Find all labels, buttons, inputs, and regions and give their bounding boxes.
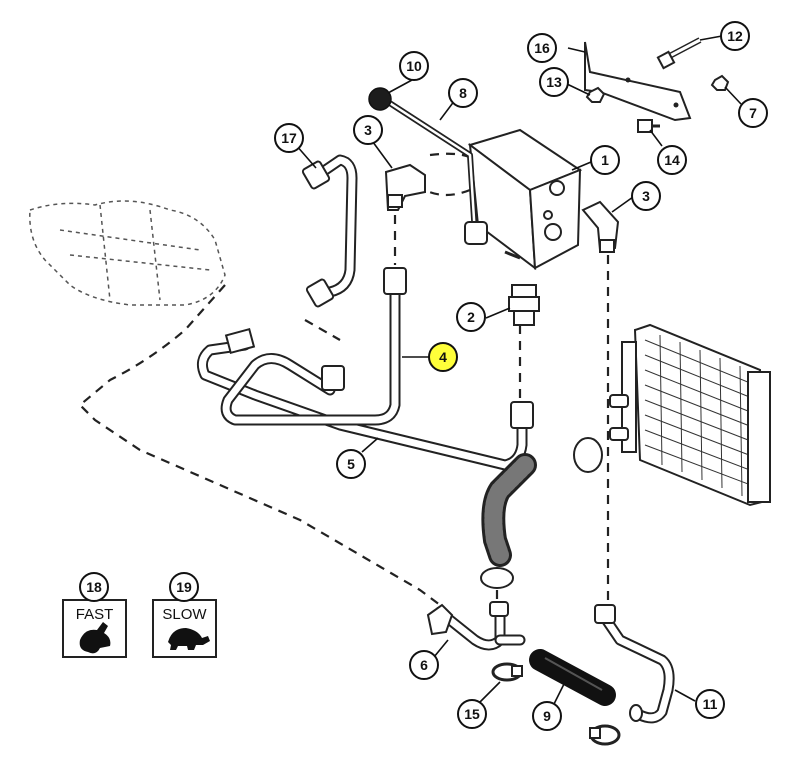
- fitting-2: [508, 284, 540, 326]
- callout-12: 12: [720, 21, 750, 51]
- svg-text:19: 19: [176, 579, 192, 595]
- callout-8: 8: [448, 78, 478, 108]
- rabbit-icon: [79, 622, 111, 654]
- callout-17: 17: [274, 123, 304, 153]
- turtle-icon: [168, 628, 210, 650]
- svg-text:2: 2: [467, 309, 475, 325]
- svg-text:6: 6: [420, 657, 428, 673]
- callout-11: 11: [695, 689, 725, 719]
- callout-4: 4: [428, 342, 458, 372]
- svg-text:3: 3: [642, 188, 650, 204]
- tube-6: [426, 601, 526, 651]
- bolt-14: [637, 119, 660, 133]
- engine-outline: [29, 200, 226, 306]
- callout-16: 16: [527, 33, 557, 63]
- bolt-12: [656, 37, 702, 70]
- callout-3-left: 3: [353, 115, 383, 145]
- decal-fast: FAST: [62, 599, 127, 658]
- svg-text:3: 3: [364, 122, 372, 138]
- svg-text:5: 5: [347, 456, 355, 472]
- callout-13: 13: [539, 67, 569, 97]
- callout-18: 18: [79, 572, 109, 602]
- tube-5: [196, 327, 534, 471]
- svg-text:17: 17: [281, 130, 297, 146]
- bracket-16: [584, 41, 692, 122]
- svg-text:13: 13: [546, 74, 562, 90]
- svg-text:16: 16: [534, 40, 550, 56]
- svg-text:7: 7: [749, 105, 757, 121]
- nut-13: [585, 86, 606, 103]
- heater-core: [609, 323, 772, 507]
- callout-3-right: 3: [631, 181, 661, 211]
- callout-15: 15: [457, 699, 487, 729]
- tube-17: [301, 154, 358, 308]
- callout-19: 19: [169, 572, 199, 602]
- svg-text:10: 10: [406, 58, 422, 74]
- tube-4: [220, 267, 407, 426]
- decal-fast-label: FAST: [76, 606, 114, 623]
- svg-text:8: 8: [459, 85, 467, 101]
- hose-9: [529, 649, 616, 706]
- lever-knob: [368, 87, 392, 111]
- hose-end: [480, 567, 514, 589]
- decal-slow: SLOW: [152, 599, 217, 658]
- callout-10: 10: [399, 51, 429, 81]
- control-lever: [368, 87, 488, 245]
- callout-6: 6: [409, 650, 439, 680]
- decal-slow-label: SLOW: [162, 606, 207, 623]
- svg-text:11: 11: [703, 696, 718, 712]
- svg-text:18: 18: [86, 579, 102, 595]
- svg-text:9: 9: [543, 708, 551, 724]
- elbow-fitting-left: [384, 163, 426, 211]
- clamp-lower: [589, 724, 621, 746]
- elbow-fitting-right: [581, 200, 620, 253]
- svg-text:4: 4: [439, 349, 447, 365]
- clamp-15: [491, 662, 523, 682]
- grommet: [573, 437, 603, 473]
- callout-5: 5: [336, 449, 366, 479]
- svg-text:14: 14: [664, 152, 680, 168]
- callout-2: 2: [456, 302, 486, 332]
- callout-1: 1: [590, 145, 620, 175]
- tube-11: [594, 604, 675, 724]
- braided-hose: [481, 453, 537, 567]
- valve-block: [467, 128, 583, 271]
- callout-7: 7: [738, 98, 768, 128]
- svg-text:15: 15: [464, 706, 480, 722]
- callout-14: 14: [657, 145, 687, 175]
- nut-7: [710, 74, 730, 91]
- callout-9: 9: [532, 701, 562, 731]
- svg-text:1: 1: [601, 152, 609, 168]
- svg-text:12: 12: [727, 28, 743, 44]
